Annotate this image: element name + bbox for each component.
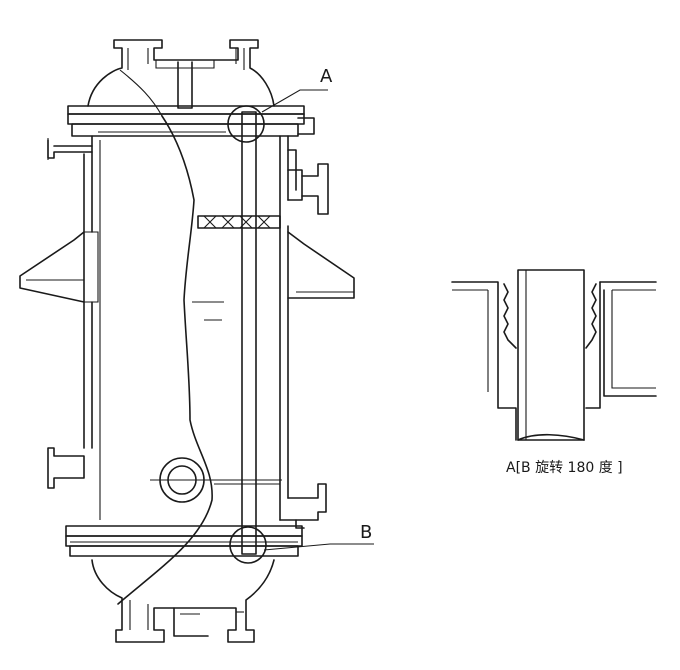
right-upper-tabs — [287, 117, 315, 191]
heat-exchanger-main-view: A B — [19, 39, 374, 643]
bottom-channel-head — [91, 559, 275, 643]
detail-caption: A[B 旋转 180 度 ] — [506, 460, 623, 476]
leader-line-a — [261, 89, 328, 113]
long-tube — [241, 111, 257, 555]
shell-nozzle-bottom-right — [279, 483, 327, 521]
support-bracket-right — [287, 231, 355, 299]
support-bracket-left — [19, 231, 99, 303]
callout-label-b: B — [360, 522, 372, 543]
detail-view-a-b: A[B 旋转 180 度 ] — [451, 269, 657, 476]
cutaway-break-line — [117, 115, 224, 605]
leader-line-b — [263, 543, 374, 551]
detail-circle-a — [227, 105, 265, 143]
bottom-tubesheet — [65, 519, 305, 557]
shell-nozzle-circle — [150, 457, 282, 503]
detail-circle-b — [229, 526, 267, 564]
shell-nozzle-top-left — [47, 138, 93, 160]
shell-nozzle-bottom-left — [47, 447, 85, 489]
shell-nozzle-right — [287, 163, 329, 215]
top-tubesheet — [67, 105, 305, 137]
baffle-hatched — [197, 215, 281, 229]
shell — [83, 135, 289, 521]
top-channel-head — [87, 39, 275, 117]
callout-label-a: A — [320, 66, 333, 87]
